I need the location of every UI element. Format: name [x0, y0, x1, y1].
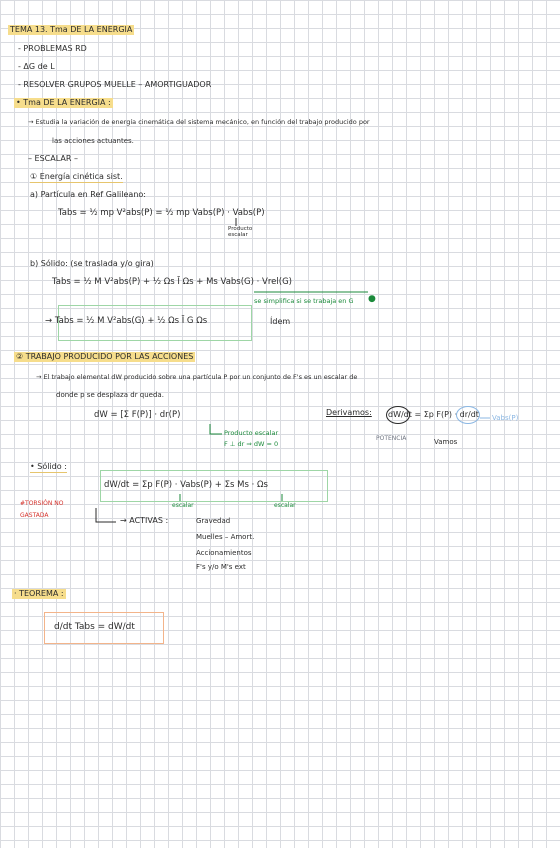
simplify-note: se simplifica si se trabaja en G	[254, 297, 354, 305]
idem-note: Ídem	[270, 317, 291, 326]
power-label: POTENCIA	[376, 435, 407, 442]
description-line: → El trabajo elemental dW producido sobr…	[36, 373, 358, 381]
product-note: Producto escalar	[228, 226, 253, 238]
green-dot-icon: ●	[368, 294, 376, 304]
description-line: las acciones actuantes.	[52, 137, 134, 145]
derivative-equation: dW/dt = Σp F(P) · dr/dt	[388, 410, 479, 419]
vamos-label: Vamos	[434, 438, 458, 446]
perpendicular-note: F ⊥ dr ⇒ dW = 0	[224, 440, 279, 448]
dw-dt-circle	[386, 406, 410, 424]
description-line: donde p se desplaza dr queda.	[56, 391, 164, 399]
equation-a: Tabs = ½ mp V²abs(P) = ½ mp Vabs(P) · Va…	[58, 208, 265, 218]
case-a-label: a) Partícula en Ref Galileano:	[30, 190, 146, 199]
work-equation: dW = [Σ F(P)] · dr(P)	[94, 410, 181, 420]
list-item: F's y/o M's ext	[196, 563, 246, 571]
side-note: GASTADA	[20, 512, 49, 519]
scalar-note: – ESCALAR –	[28, 154, 78, 163]
active-label: → ACTIVAS :	[120, 516, 169, 525]
vabs-note: Vabs(P)	[492, 414, 519, 422]
list-item: Gravedad	[196, 517, 231, 525]
equation-box	[58, 305, 252, 341]
list-item: Accionamientos	[196, 549, 252, 557]
page-title: TEMA 13. Tma DE LA ENERGIA	[8, 25, 135, 35]
theorem-label: · TEOREMA :	[12, 589, 66, 599]
solid-label: • Sólido :	[30, 462, 67, 473]
equation-box	[100, 470, 328, 502]
case-b-label: b) Sólido: (se traslada y/o gira)	[30, 259, 154, 268]
list-item: Muelles – Amort.	[196, 533, 255, 541]
list-item: - RESOLVER GRUPOS MUELLE – AMORTIGUADOR	[18, 80, 212, 89]
list-item: - ΔG de L	[18, 62, 55, 71]
derivative-label: Derivamos:	[326, 408, 372, 417]
equation-b2: → Tabs = ½ M V²abs(G) + ½ Ωs Ī G Ωs	[45, 316, 208, 326]
description-line: → Estudia la variación de energía cinemá…	[28, 118, 370, 126]
subsection-title: ② TRABAJO PRODUCIDO POR LAS ACCIONES	[14, 352, 196, 362]
power-equation: dW/dt = Σp F(P) · Vabs(P) + Σs Ms · Ωs	[104, 480, 268, 490]
subsection-title: ① Energía cinética sist.	[30, 172, 123, 183]
theorem-box	[44, 612, 164, 644]
section-title: • Tma DE LA ENERGIA :	[14, 98, 113, 108]
dr-dt-circle	[456, 406, 480, 424]
theorem-equation: d/dt Tabs = dW/dt	[54, 622, 135, 632]
equation-b: Tabs = ½ M V²abs(P) + ½ Ωs Ī Ωs + Ms Vab…	[52, 277, 292, 287]
list-item: - PROBLEMAS RD	[18, 44, 87, 53]
side-note: #TORSIÓN NO	[20, 500, 64, 507]
scalar-label: escalar	[172, 502, 194, 509]
product-note: Producto escalar	[224, 429, 279, 437]
scalar-label: escalar	[274, 502, 296, 509]
